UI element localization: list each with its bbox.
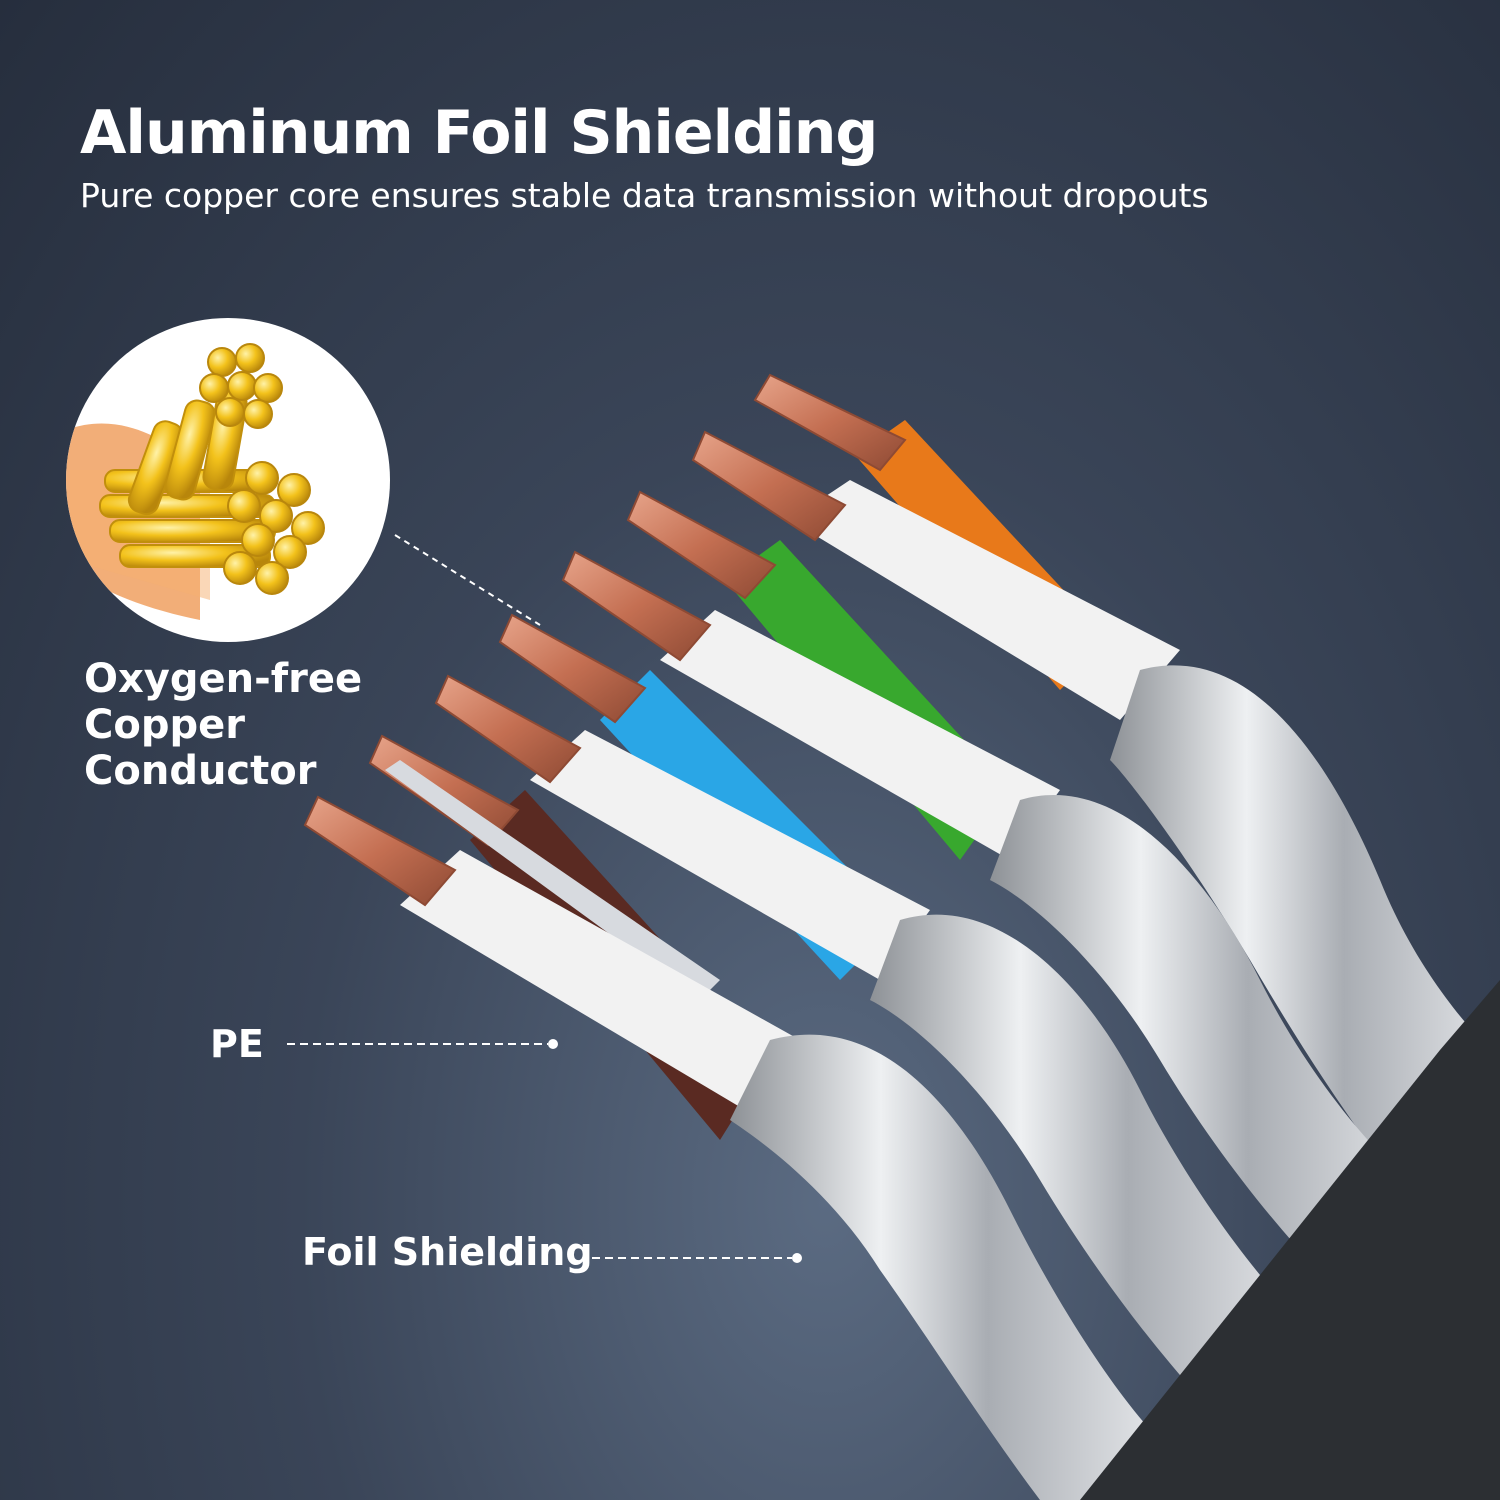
drain-wire: [385, 760, 720, 1000]
wire-white-1: [691, 430, 1180, 720]
conductor-label-line-1: Oxygen-free: [84, 656, 363, 702]
conductor-label-line-2: Copper: [84, 702, 245, 748]
conductor-label: Oxygen-free Copper Conductor: [84, 656, 362, 794]
conductor-label-line-3: Conductor: [84, 748, 317, 794]
wire-white-3: [434, 674, 930, 980]
outer-jacket: [1080, 980, 1500, 1500]
foil-shielding-label: Foil Shielding: [302, 1230, 593, 1274]
wire-white-4: [303, 795, 800, 1110]
copper-strand-magnifier: [66, 318, 390, 642]
wire-white-2: [561, 550, 1060, 860]
pe-pointer: [287, 1039, 558, 1049]
foil-shield-pair-2: [990, 794, 1420, 1330]
foil-shield-pair-3: [870, 914, 1300, 1440]
conductor-pointer: [394, 534, 541, 626]
foil-shield-pair-4: [730, 1034, 1160, 1500]
page-subtitle: Pure copper core ensures stable data tra…: [80, 176, 1209, 215]
pe-label: PE: [210, 1022, 264, 1066]
page-title: Aluminum Foil Shielding: [80, 98, 878, 168]
foil-pointer: [592, 1253, 802, 1263]
